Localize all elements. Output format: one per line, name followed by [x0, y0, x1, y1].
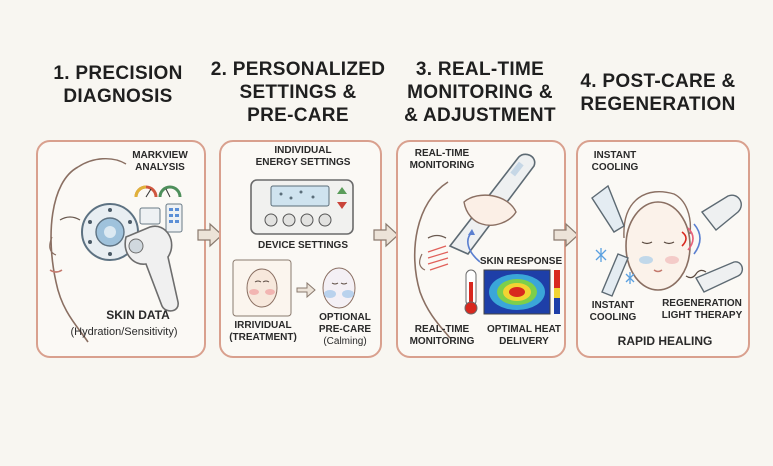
label-line: (Calming) — [323, 336, 367, 347]
skin-response-label: SKIN RESPONSE — [479, 256, 563, 267]
label-line: COOLING — [591, 162, 639, 173]
cooling-device — [591, 184, 625, 233]
precare-face — [322, 267, 356, 309]
markview-analysis-label: MARKVIEW ANALYSIS — [118, 150, 202, 174]
title-line: 1. PRECISION — [53, 63, 183, 84]
title-line: SETTINGS & — [239, 82, 357, 103]
flow-arrow-1 — [197, 222, 223, 248]
optimal-heat-label: OPTIMAL HEAT DELIVERY — [482, 324, 566, 348]
face-outline — [50, 166, 89, 343]
hair-outline — [623, 190, 692, 239]
triangle-up-icon — [337, 187, 347, 194]
label-line: MONITORING — [409, 160, 475, 171]
title-line: 4. POST-CARE & — [580, 71, 736, 92]
triangle-down-icon — [337, 202, 347, 209]
title-line: REGENERATION — [580, 94, 736, 115]
eye-icon — [59, 216, 81, 221]
gauge-icons — [134, 185, 182, 198]
step-1-panel: MARKVIEW ANALYSIS SKIN DATA (Hydration/S… — [36, 140, 206, 358]
device-screen — [270, 185, 330, 207]
label-line: PRE-CARE — [318, 324, 372, 335]
snowflake-icon — [595, 248, 635, 284]
optional-precare-label: OPTIONAL PRE-CARE (Calming) — [307, 312, 383, 348]
label-line: INSTANT — [593, 150, 637, 161]
data-panel — [139, 207, 161, 225]
label-line: ANALYSIS — [135, 162, 185, 173]
cooling-wand — [601, 253, 629, 297]
label-line: LIGHT THERAPY — [661, 310, 743, 321]
title-line: 3. REAL-TIME — [415, 59, 545, 80]
label-line: COOLING — [589, 312, 637, 323]
label-line: DELIVERY — [499, 336, 549, 347]
regeneration-device — [700, 194, 742, 231]
hand-outline — [463, 194, 517, 226]
postcare-illustration — [591, 184, 744, 297]
flow-arrow-3 — [553, 222, 579, 248]
label-line: REAL-TIME — [414, 324, 470, 335]
label-line: MONITORING — [409, 336, 475, 347]
label-line: INDIVIDUAL — [274, 145, 332, 156]
knob-icons — [264, 213, 332, 227]
realtime-monitoring-top-label: REAL-TIME MONITORING — [402, 148, 482, 172]
step-4-panel: INSTANT COOLING INSTANT COOLING REGENERA… — [576, 140, 750, 358]
lips-outline — [49, 269, 63, 273]
diagnosis-illustration — [49, 158, 183, 343]
title-line: MONITORING & — [407, 82, 553, 103]
label-line: INSTANT — [591, 300, 635, 311]
treatment-face — [246, 268, 278, 308]
step-2-title: 2. PERSONALIZED SETTINGS & PRE-CARE — [208, 58, 388, 127]
label-line: ENERGY SETTINGS — [255, 157, 351, 168]
title-line: & ADJUSTMENT — [404, 105, 556, 126]
label-line: IRRIVIDUAL — [234, 320, 292, 331]
face-outline — [625, 201, 691, 291]
mini-arrow — [296, 281, 316, 299]
instant-cooling-bottom-label: INSTANT COOLING — [580, 300, 646, 324]
label-line: REAL-TIME — [414, 148, 470, 159]
step-3-title: 3. REAL-TIME MONITORING & & ADJUSTMENT — [390, 58, 570, 127]
realtime-monitoring-bottom-label: REAL-TIME MONITORING — [402, 324, 482, 348]
regeneration-label: REGENERATION LIGHT THERAPY — [654, 298, 750, 322]
label-line: REGENERATION — [662, 298, 742, 309]
rapid-healing-label: RAPID HEALING — [617, 334, 713, 348]
irrividual-label: IRRIVIDUAL (TREATMENT) — [223, 320, 303, 344]
label-line: MARKVIEW — [132, 150, 188, 161]
flow-arrow-2 — [373, 222, 399, 248]
handheld-scanner — [124, 225, 179, 312]
title-line: 2. PERSONALIZED — [210, 59, 386, 80]
label-line: OPTIMAL HEAT — [486, 324, 562, 335]
skin-data-sub-label: (Hydration/Sensitivity) — [70, 326, 178, 338]
title-line: PRE-CARE — [247, 105, 349, 126]
energy-settings-label: INDIVIDUAL ENERGY SETTINGS — [241, 145, 365, 169]
device-settings-label: DEVICE SETTINGS — [257, 240, 348, 251]
light-waves — [681, 223, 701, 255]
step-3-panel: REAL-TIME MONITORING SKIN RESPONSE REAL-… — [396, 140, 566, 358]
face-outline — [414, 181, 451, 339]
data-panel — [165, 203, 183, 233]
hair-outline — [77, 158, 127, 168]
title-line: DIAGNOSIS — [63, 86, 173, 107]
light-therapy-device — [695, 261, 744, 293]
nose-outline — [49, 236, 57, 256]
label-line: OPTIONAL — [319, 312, 371, 323]
settings-illustration — [232, 179, 356, 317]
instant-cooling-top-label: INSTANT COOLING — [580, 150, 650, 174]
step-4-title: 4. POST-CARE & REGENERATION — [568, 70, 748, 116]
label-line: (TREATMENT) — [229, 332, 297, 343]
heat-lines — [427, 245, 449, 271]
monitoring-illustration — [414, 153, 560, 339]
step-1-title: 1. PRECISION DIAGNOSIS — [28, 62, 208, 108]
skin-data-label: SKIN DATA — [106, 308, 170, 322]
eye-icon — [427, 234, 447, 239]
step-2-panel: INDIVIDUAL ENERGY SETTINGS DEVICE SETTIN… — [219, 140, 382, 358]
